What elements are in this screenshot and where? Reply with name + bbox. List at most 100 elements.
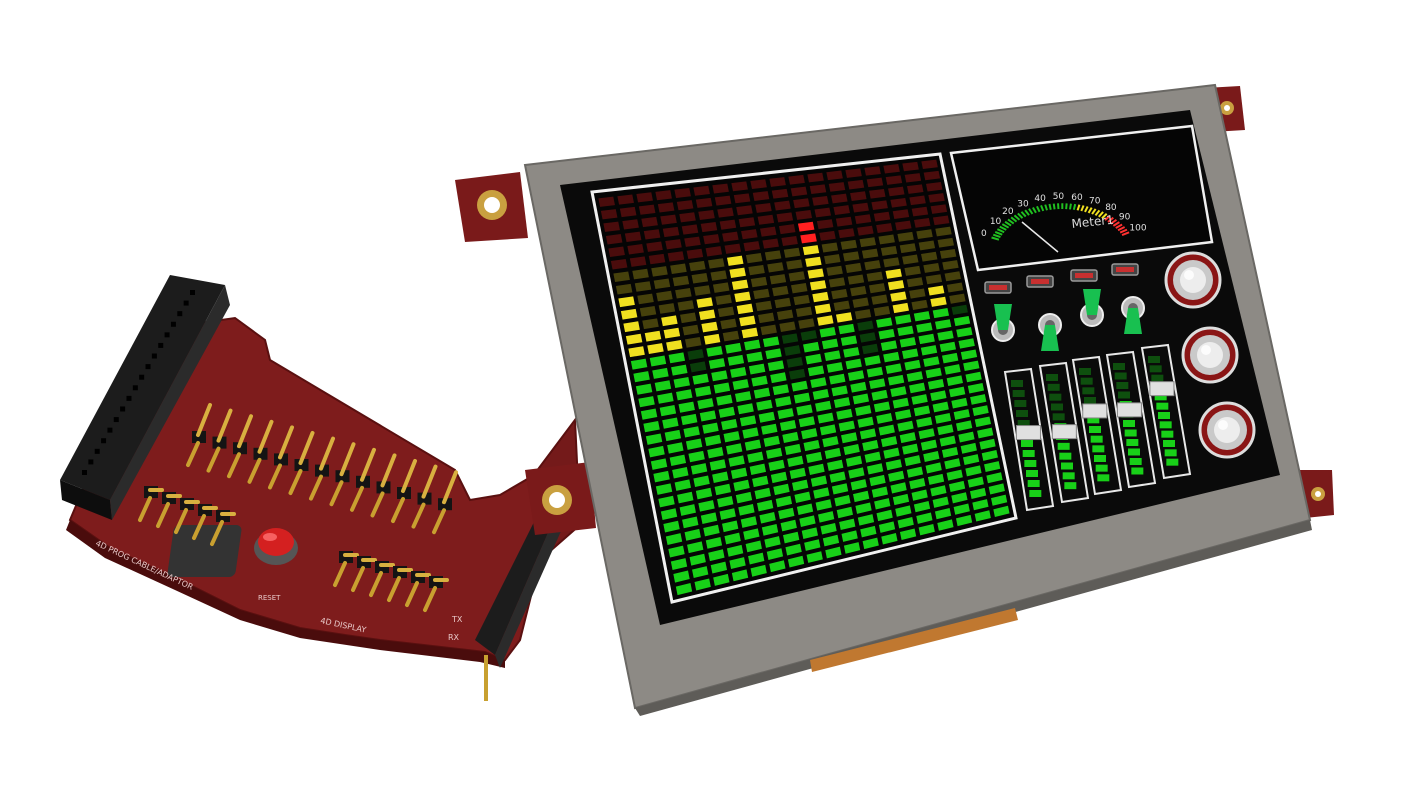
slider-segment xyxy=(1021,440,1033,447)
spectrum-cell xyxy=(845,455,863,467)
spectrum-cell xyxy=(847,370,865,381)
spectrum-cell xyxy=(833,300,851,311)
vertical-slider[interactable] xyxy=(1071,355,1123,496)
spectrum-cell xyxy=(859,428,877,440)
spectrum-cell xyxy=(657,202,675,213)
pin-housing xyxy=(212,436,227,449)
spectrum-cell xyxy=(941,446,959,458)
meter-tick xyxy=(1001,223,1010,229)
meter-tick xyxy=(1052,203,1056,210)
spectrum-cell xyxy=(953,503,970,515)
spectrum-cell xyxy=(610,258,628,270)
slider-thumb[interactable] xyxy=(1082,403,1108,419)
vertical-slider[interactable] xyxy=(1105,350,1157,489)
slider-thumb[interactable] xyxy=(1149,381,1175,397)
spectrum-cell xyxy=(779,419,797,432)
gold-pin xyxy=(196,403,212,437)
slider-segment xyxy=(1156,402,1169,410)
slider-segment xyxy=(1027,480,1040,487)
spectrum-cell xyxy=(899,243,917,254)
meter-tick xyxy=(1107,216,1114,223)
vertical-slider[interactable] xyxy=(1003,367,1055,512)
spectrum-cell xyxy=(671,364,688,376)
spectrum-cell xyxy=(770,471,788,484)
spectrum-cell xyxy=(838,323,855,335)
spectrum-cell xyxy=(750,179,767,190)
spectrum-cell xyxy=(944,364,961,375)
spectrum-cell xyxy=(743,528,760,541)
spectrum-cell xyxy=(703,524,720,537)
slider-segment xyxy=(1051,403,1063,411)
slider-segment xyxy=(1046,374,1058,381)
spectrum-cell xyxy=(665,239,682,250)
slider-thumb[interactable] xyxy=(1051,424,1077,440)
spectrum-cell xyxy=(918,428,935,440)
spectrum-cell xyxy=(932,496,949,508)
spectrum-cell xyxy=(670,558,688,571)
slider-segment xyxy=(1017,420,1030,427)
rotary-knob[interactable] xyxy=(1198,401,1256,459)
spectrum-cell xyxy=(930,485,947,497)
spectrum-cell xyxy=(721,418,738,431)
spectrum-cell xyxy=(920,345,938,356)
spectrum-cell xyxy=(769,560,786,573)
spectrum-cell xyxy=(878,521,896,533)
pin-housing xyxy=(233,442,247,455)
spectrum-cell xyxy=(698,209,715,221)
pin-housing xyxy=(397,487,411,499)
spectrum-cell xyxy=(731,181,748,192)
gold-pin xyxy=(432,508,446,535)
socket-hole xyxy=(94,448,100,454)
reset-button[interactable] xyxy=(167,525,298,577)
rotary-knob[interactable] xyxy=(1164,251,1222,309)
toggle-switch[interactable] xyxy=(1121,296,1145,334)
spectrum-cell xyxy=(928,285,945,296)
gold-pin xyxy=(329,480,344,507)
gold-pin xyxy=(247,457,262,484)
toggle-switch[interactable] xyxy=(1080,289,1104,327)
spectrum-cell xyxy=(701,321,718,333)
socket-hole xyxy=(158,342,164,348)
spectrum-cell xyxy=(806,551,823,563)
spectrum-cell xyxy=(930,296,947,307)
meter-tick xyxy=(1036,205,1041,213)
spectrum-cell xyxy=(824,254,841,265)
slider-segment xyxy=(1163,440,1175,447)
spectrum-cell xyxy=(704,434,722,447)
spectrum-cell xyxy=(695,487,713,500)
spectrum-cell xyxy=(794,491,811,503)
rotary-knob[interactable] xyxy=(1181,326,1239,384)
vertical-slider[interactable] xyxy=(1038,361,1090,504)
spectrum-cell xyxy=(911,489,928,501)
spectrum-cell xyxy=(648,253,666,265)
spectrum-cell xyxy=(748,264,765,276)
spectrum-cell xyxy=(921,159,938,170)
spectrum-cell xyxy=(854,214,872,225)
spectrum-cell xyxy=(805,451,823,464)
spectrum-cell xyxy=(826,170,843,181)
spectrum-cell xyxy=(678,401,695,413)
spectrum-cell xyxy=(703,234,720,245)
spectrum-cell xyxy=(800,330,818,341)
slider-thumb[interactable] xyxy=(1116,402,1142,418)
spectrum-cell xyxy=(902,254,919,265)
slider-segment xyxy=(1124,429,1137,437)
spectrum-cell xyxy=(826,362,844,373)
slider-segment xyxy=(1024,460,1037,467)
toggle-switch[interactable] xyxy=(991,304,1015,342)
spectrum-cell xyxy=(859,332,876,343)
spectrum-cell xyxy=(894,314,912,325)
meter-scale-label: 10 xyxy=(990,217,1002,227)
slider-thumb[interactable] xyxy=(1015,425,1041,441)
toggle-switch[interactable] xyxy=(1038,313,1062,351)
spectrum-cell xyxy=(693,185,710,196)
led-light xyxy=(1031,279,1049,284)
spectrum-cell xyxy=(663,520,680,533)
spectrum-cell xyxy=(711,370,728,382)
spectrum-cell xyxy=(807,172,824,183)
spectrum-cell xyxy=(674,479,691,491)
spectrum-cell xyxy=(741,327,759,339)
vertical-slider[interactable] xyxy=(1140,343,1192,480)
spectrum-cell xyxy=(810,475,828,487)
